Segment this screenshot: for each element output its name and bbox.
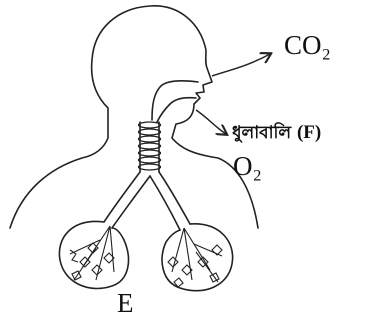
o2-label: O₂ bbox=[233, 153, 262, 180]
right-bronchus bbox=[150, 172, 190, 230]
e-label: E bbox=[117, 290, 134, 317]
dust-letter: (F) bbox=[297, 122, 321, 143]
left-bronchus bbox=[104, 172, 150, 228]
dust-label: ধুলাবালি (F) bbox=[232, 123, 321, 142]
co2-arrow bbox=[212, 54, 270, 76]
dust-arrow bbox=[196, 110, 226, 134]
dust-text: ধুলাবালি bbox=[232, 123, 291, 143]
body-outline bbox=[10, 6, 258, 228]
co2-label: CO₂ bbox=[284, 32, 331, 59]
right-bronchioles bbox=[168, 228, 222, 287]
left-bronchioles bbox=[70, 226, 114, 280]
left-lung bbox=[59, 221, 128, 288]
oral-passage bbox=[157, 98, 196, 122]
trachea-rings bbox=[139, 122, 161, 170]
